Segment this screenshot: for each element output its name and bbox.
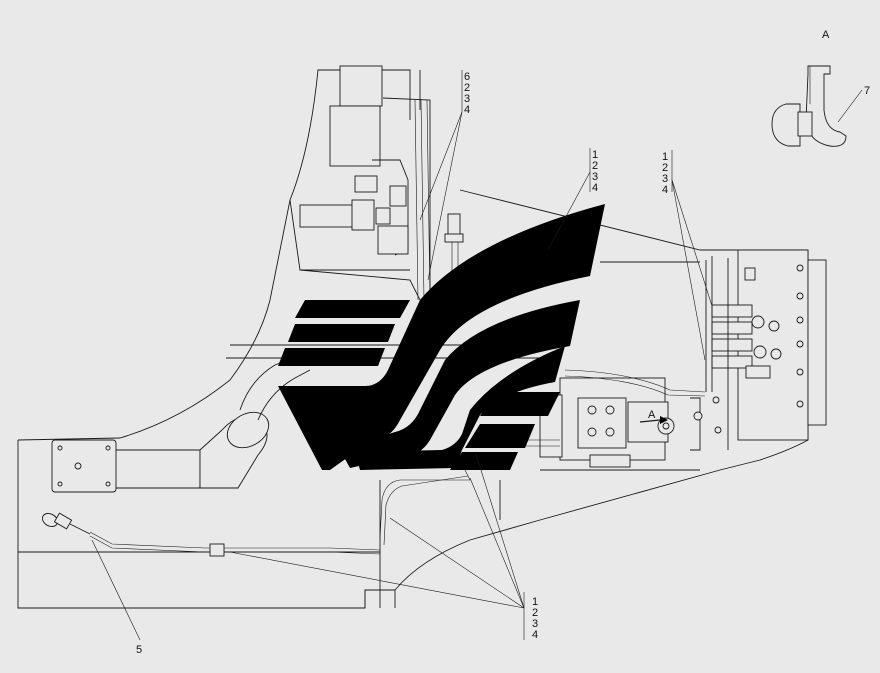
callout-right-1: 1: [662, 151, 668, 163]
callout-bottom-1: 1: [532, 596, 538, 608]
valve-stack-right: [705, 249, 827, 450]
callout-mid-4: 4: [592, 182, 598, 194]
callout-top: 6 2 3 4: [464, 71, 470, 116]
callout-right: 1 2 3 4: [662, 151, 668, 196]
callout-bottom-4: 4: [532, 629, 538, 641]
callout-right-2: 2: [662, 162, 668, 174]
hose-routing: [89, 369, 706, 557]
callout-top-1: 6: [464, 71, 470, 83]
tank-assembly: [51, 354, 311, 493]
transmission-housing: [299, 65, 431, 300]
callout-top-2: 2: [464, 82, 470, 94]
detail-view-a: A: [771, 29, 847, 147]
callout-mid-2: 2: [592, 160, 598, 172]
callout-mid-3: 3: [592, 171, 598, 183]
callout-7: 7: [864, 85, 870, 97]
callout-mid-1: 1: [592, 149, 598, 161]
callout-5: 5: [136, 644, 142, 656]
callout-bottom-3: 3: [532, 618, 538, 630]
callout-bottom-2: 2: [532, 607, 538, 619]
chevron-logo-icon: [278, 204, 605, 470]
callout-right-3: 3: [662, 173, 668, 185]
hose-bundle-upper: [414, 99, 464, 301]
section-marker-label: A: [648, 409, 656, 421]
fitting-item-5: [42, 512, 91, 535]
callout-top-3: 3: [464, 93, 470, 105]
detail-view-title: A: [822, 29, 830, 41]
section-marker: A: [639, 409, 668, 424]
callout-bottom: 1 2 3 4: [532, 596, 538, 641]
callout-middle: 1 2 3 4: [592, 149, 598, 194]
callout-top-4: 4: [464, 104, 470, 116]
leader-lines: [91, 70, 863, 641]
chassis-outline: [17, 69, 809, 609]
callout-right-4: 4: [662, 184, 668, 196]
